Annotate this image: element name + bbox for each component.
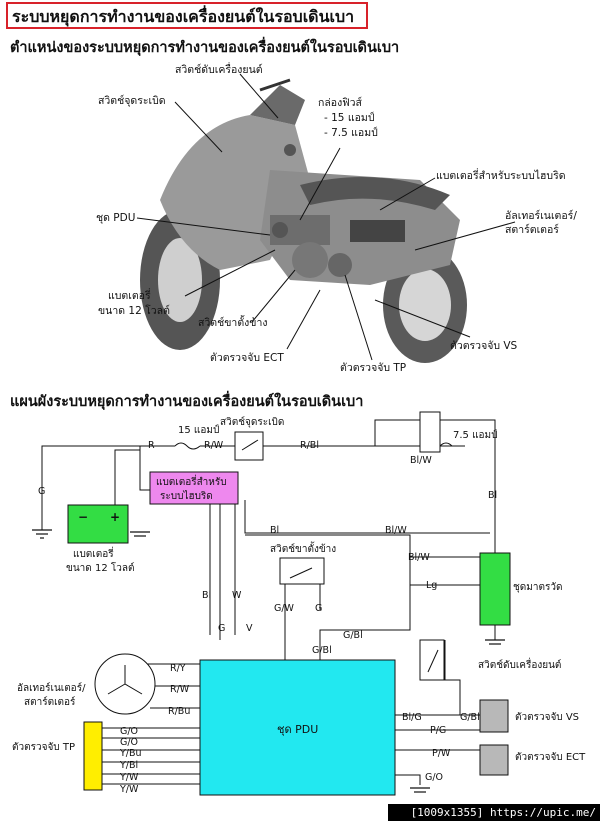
diag-engine-stop: สวิตช์ดับเครื่องยนต์ <box>478 660 562 671</box>
wire-g-bl-vs: G/Bl <box>460 712 480 723</box>
wire-bl-left: Bl <box>202 590 212 601</box>
wire-g-bl-ss: G/Bl <box>343 630 363 641</box>
label-fuse-15: - 15 แอมป์ <box>324 112 375 124</box>
relay-symbol <box>419 411 441 453</box>
wire-bl-w-top: Bl/W <box>410 455 432 466</box>
diag-side-stand: สวิตช์ขาตั้งข้าง <box>270 544 337 555</box>
engine-stop-switch-symbol <box>419 639 445 681</box>
diag-acg-line1: อัลเทอร์เนเตอร์/ <box>17 683 86 694</box>
wire-lg: Lg <box>426 580 438 591</box>
hybrid-battery-shape <box>350 220 405 242</box>
handlebar-area <box>250 85 305 125</box>
diag-battery-line2: ขนาด 12 โวลต์ <box>66 563 135 574</box>
label-hybrid-battery: แบตเตอรี่สำหรับระบบไฮบริด <box>436 170 566 182</box>
section-diagram-title: แผนผังระบบหยุดการทำงานของเครื่องยนต์ในรอ… <box>10 394 364 410</box>
label-battery-line1: แบตเตอรี่ <box>108 290 151 302</box>
wire-g-w: G/W <box>274 603 294 614</box>
diag-meter: ชุดมาตรวัด <box>513 582 563 593</box>
pdu-box <box>199 659 396 796</box>
wire-bl-g: Bl/G <box>402 712 422 723</box>
label-vs: ตัวตรวจจับ VS <box>450 340 518 352</box>
wire-v: V <box>246 623 253 634</box>
wire-bl-mid: Bl <box>270 525 280 536</box>
label-battery-line2: ขนาด 12 โวลต์ <box>98 305 170 317</box>
wire-g: G <box>218 623 226 634</box>
diag-acg-line2: สตาร์ตเตอร์ <box>24 697 76 708</box>
side-stand-switch-symbol <box>279 557 325 585</box>
diag-tp: ตัวตรวจจับ TP <box>12 742 75 753</box>
wire-r: R <box>148 440 155 451</box>
label-engine-stop-switch: สวิตช์ดับเครื่องยนต์ <box>175 64 263 76</box>
hybrid-battery-box <box>149 471 239 505</box>
title-frame <box>6 2 368 29</box>
wire-r-w-acg: R/W <box>170 684 190 695</box>
wire-y-w-1: Y/W <box>120 772 139 783</box>
wire-p-w: P/W <box>432 748 451 759</box>
label-ignition-switch: สวิตช์จุดระเบิด <box>98 95 166 107</box>
diag-ect: ตัวตรวจจับ ECT <box>515 752 586 763</box>
diag-fuse-15: 15 แอมป์ <box>178 425 220 436</box>
wire-y-w-2: Y/W <box>120 784 139 795</box>
wire-bl-w-meter: Bl/W <box>408 552 430 563</box>
label-pdu: ชุด PDU <box>96 212 136 224</box>
page-title: ระบบหยุดการทำงานของเครื่องยนต์ในรอบเดินเ… <box>12 7 355 26</box>
battery-minus-icon: − <box>78 510 89 524</box>
label-fuse-75: - 7.5 แอมป์ <box>324 127 378 139</box>
vs-sensor-box <box>479 699 509 733</box>
wire-g-o-1: G/O <box>120 726 139 737</box>
label-acg-line2: สตาร์ตเตอร์ <box>505 224 559 236</box>
diag-hybrid-battery-line1: แบตเตอรี่สำหรับ <box>156 477 227 488</box>
wiring-diagram <box>32 411 511 796</box>
diag-battery-line1: แบตเตอรี่ <box>73 549 114 560</box>
photo-leader-lines <box>136 73 516 361</box>
ect-sensor-box <box>479 744 509 776</box>
wire-g-ss: G <box>315 603 323 614</box>
wire-g-bl-pdu: G/Bl <box>312 645 332 656</box>
wire-p-g: P/G <box>430 725 447 736</box>
wire-bl-w-mid: Bl/W <box>385 525 407 536</box>
tp-sensor-box <box>83 721 103 791</box>
wire-g-o-bottom: G/O <box>425 772 444 783</box>
wire-r-y: R/Y <box>170 663 186 674</box>
diag-vs: ตัวตรวจจับ VS <box>515 712 580 723</box>
fuse-15-symbol <box>174 442 201 450</box>
diag-pdu: ชุด PDU <box>277 723 319 736</box>
label-tp: ตัวตรวจจับ TP <box>340 362 407 374</box>
label-fuse-box: กล่องฟิวส์ <box>318 97 362 109</box>
image-size-footer: [1009x1355] https://upic.me/ <box>388 804 600 821</box>
wire-bl-right: Bl <box>488 490 498 501</box>
diag-ignition-switch: สวิตช์จุดระเบิด <box>220 417 285 428</box>
scooter-illustration <box>140 78 467 363</box>
wire-w: W <box>232 590 242 601</box>
meter-box <box>479 552 511 626</box>
label-side-stand: สวิตช์ขาตั้งข้าง <box>198 317 268 329</box>
wire-y-bu: Y/Bu <box>120 748 142 759</box>
fuse-75-symbol <box>439 442 453 447</box>
wire-g-o-2: G/O <box>120 737 139 748</box>
seat <box>300 177 450 210</box>
section-location-title: ตำแหน่งของระบบหยุดการทำงานของเครื่องยนต์… <box>10 40 400 56</box>
diag-fuse-75: 7.5 แอมป์ <box>453 430 498 441</box>
diag-hybrid-battery-line2: ระบบไฮบริด <box>160 491 213 502</box>
label-ect: ตัวตรวจจับ ECT <box>210 352 284 364</box>
battery-12v <box>67 504 129 544</box>
wire-g-battery: G <box>38 486 46 497</box>
wire-r-w: R/W <box>204 440 224 451</box>
battery-plus-icon: + <box>110 510 121 524</box>
label-acg-line1: อัลเทอร์เนเตอร์/ <box>505 210 577 222</box>
wire-y-bl: Y/Bl <box>120 760 139 771</box>
wire-r-bu: R/Bu <box>168 706 191 717</box>
wire-r-bl: R/Bl <box>300 440 319 451</box>
